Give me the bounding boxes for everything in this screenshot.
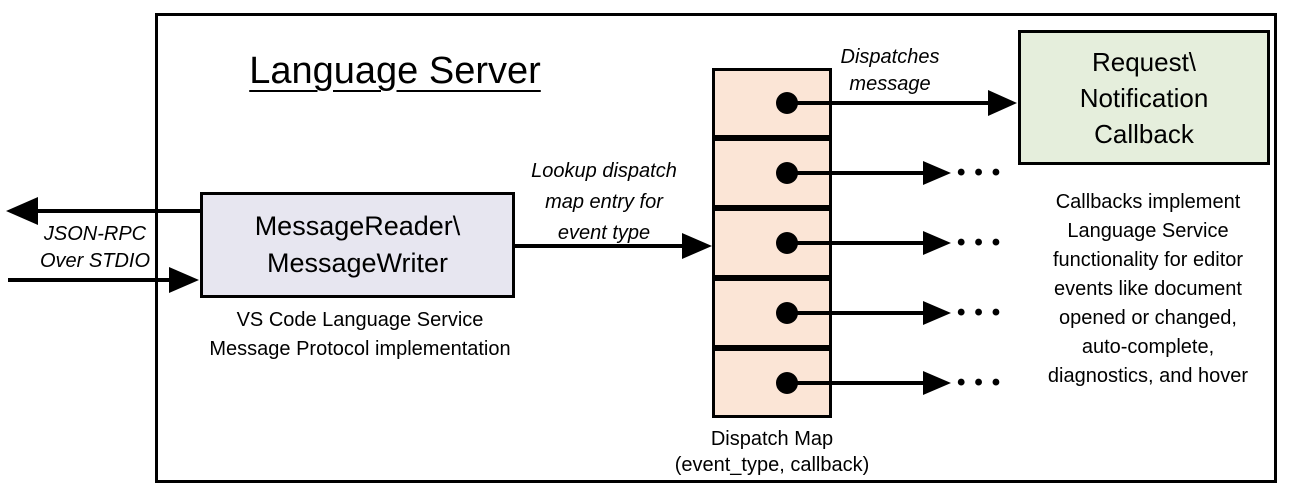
more-callbacks-ellipsis-5: ••• (957, 369, 1010, 396)
message-reader-writer-box: MessageReader\ MessageWriter (200, 192, 515, 298)
callbacks-note: Callbacks implement Language Service fun… (1047, 191, 1249, 387)
dispatch-map-cell-4 (712, 278, 832, 348)
dispatch-map-cell-2 (712, 138, 832, 208)
more-callbacks-ellipsis-3: ••• (957, 229, 1010, 256)
dispatches-label: Dispatches message (840, 46, 940, 95)
dispatch-map-caption: Dispatch Map (event_type, callback) (674, 428, 870, 476)
diagram-title: Language Server (249, 50, 541, 92)
more-callbacks-ellipsis-2: ••• (957, 159, 1010, 186)
reader-caption: VS Code Language Service Message Protoco… (209, 309, 511, 360)
message-reader-writer-label: MessageReader\ MessageWriter (254, 211, 461, 278)
lookup-label: Lookup dispatch map entry for event type (531, 160, 677, 244)
more-callbacks-ellipsis-4: ••• (957, 299, 1010, 326)
dispatch-map-cell-5 (712, 348, 832, 418)
stdio-label: JSON-RPC Over STDIO (39, 223, 150, 272)
dispatch-map-cell-3 (712, 208, 832, 278)
callback-box-label: Request\ Notification Callback (1079, 46, 1209, 149)
request-notification-callback-box: Request\ Notification Callback (1018, 30, 1270, 165)
